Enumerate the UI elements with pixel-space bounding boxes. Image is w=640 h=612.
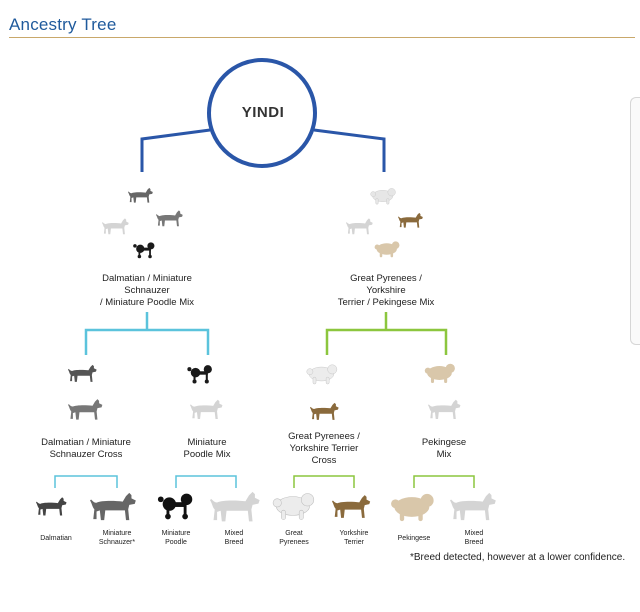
right-parent-branches — [325, 312, 448, 355]
generic-dog-icon — [210, 491, 260, 522]
generic-dog-icon — [190, 399, 223, 420]
page-title: Ancestry Tree — [9, 15, 117, 34]
yorkshire-terrier-icon — [310, 402, 339, 420]
great-grandparent-label: Great Pyrenees — [279, 530, 309, 546]
schnauzer-icon — [156, 210, 183, 227]
grandparent-label: Miniature Poodle Mix — [183, 437, 231, 460]
dalmatian-icon — [68, 364, 97, 382]
pekingese-icon — [374, 241, 400, 258]
great-pyrenees-icon — [272, 492, 315, 521]
pekingese-icon — [391, 493, 434, 522]
great-grandparent-label: Mixed Breed — [224, 530, 244, 546]
confidence-footnote: *Breed detected, however at a lower conf… — [410, 552, 626, 563]
schnauzer-icon — [90, 492, 136, 521]
great-grandparent-label: Pekingese — [397, 535, 431, 542]
generic-dog-icon — [346, 218, 373, 235]
root-branches — [140, 128, 386, 172]
generic-dog-icon — [450, 492, 496, 521]
left-grandparent-branches — [54, 475, 237, 488]
yorkshire-terrier-icon — [398, 212, 423, 228]
side-scroll-tab[interactable] — [630, 97, 640, 345]
root-dog-name: YINDI — [241, 104, 285, 121]
schnauzer-icon — [68, 399, 103, 420]
left-parent-branches — [84, 312, 210, 355]
poodle-icon — [157, 493, 193, 520]
grandparent-label: Pekingese Mix — [421, 437, 467, 460]
great-pyrenees-icon — [306, 364, 338, 385]
pekingese-icon — [424, 363, 455, 384]
title-divider — [9, 37, 635, 38]
generic-dog-icon — [428, 399, 461, 420]
poodle-icon — [187, 365, 212, 384]
great-grandparent-label: Yorkshire Terrier — [339, 530, 369, 546]
great-pyrenees-icon — [370, 187, 396, 205]
grandparent-label: Dalmatian / Miniature Schnauzer Cross — [41, 437, 131, 460]
right-grandparent-branches — [293, 475, 475, 488]
parent-label-left: Dalmatian / Miniature Schnauzer / Miniat… — [100, 273, 194, 308]
generic-dog-icon — [102, 218, 129, 235]
parent-label-right: Great Pyrenees / Yorkshire Terrier / Pek… — [337, 273, 435, 308]
poodle-icon — [133, 242, 155, 259]
grandparent-label: Great Pyrenees / Yorkshire Terrier Cross — [288, 431, 360, 466]
great-grandparent-label: Dalmatian — [40, 535, 72, 542]
great-grandparent-label: Miniature Poodle — [161, 530, 191, 546]
root-circle — [207, 58, 317, 168]
yorkshire-terrier-icon — [332, 495, 371, 518]
great-grandparent-label: Mixed Breed — [464, 530, 484, 546]
great-grandparent-label: Miniature Schnauzer* — [98, 530, 136, 546]
dalmatian-icon — [128, 187, 153, 203]
dalmatian-icon — [36, 497, 67, 516]
